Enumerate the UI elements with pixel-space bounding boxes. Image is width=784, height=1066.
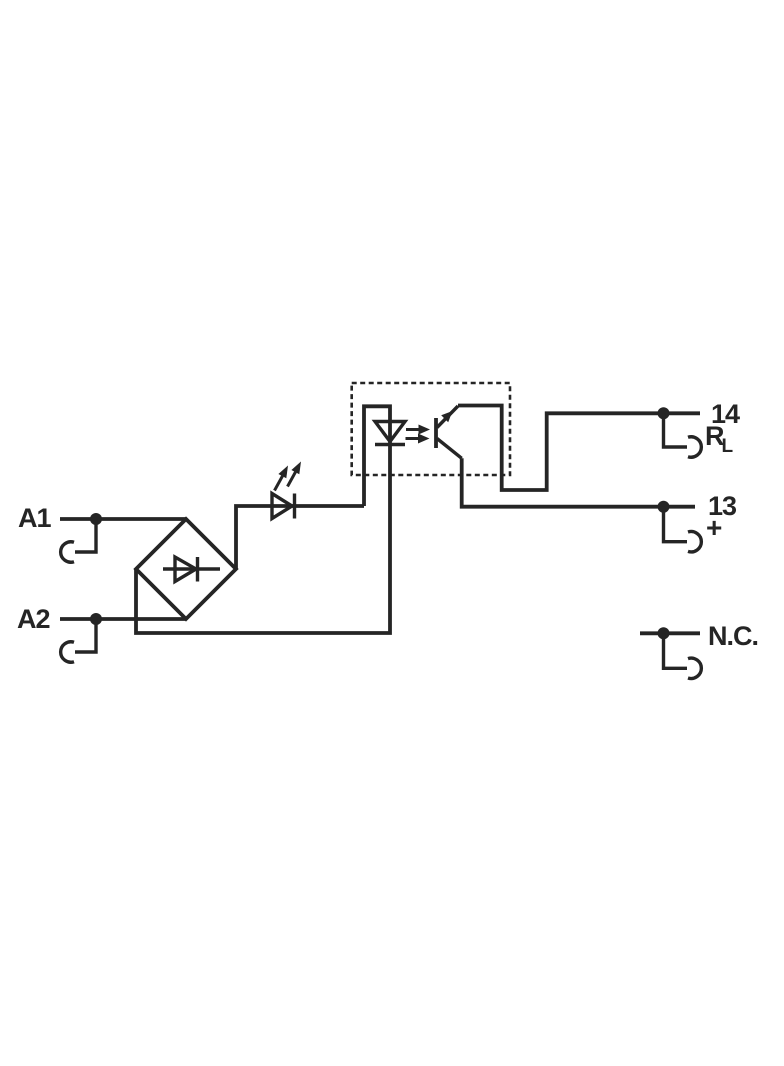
diode-icon (173, 554, 200, 585)
light-arrow-icon (405, 433, 430, 444)
wire-to-terminal-13 (459, 458, 695, 509)
optocoupler (350, 381, 512, 477)
load-resistor-label: R (705, 421, 724, 451)
polarity-plus-label: + (706, 512, 722, 543)
terminal-nc: N.C. (640, 621, 759, 681)
bridge-rectifier (133, 516, 239, 622)
output-terminal-14: 14 R L (657, 399, 741, 459)
terminal-a2-label: A2 (17, 604, 50, 634)
output-wiring (458, 403, 700, 509)
clamp-contact-icon (687, 435, 703, 459)
terminal-13-label: 13 (708, 491, 737, 521)
terminal-14-label: 14 (711, 399, 740, 429)
clamp-contact-icon (687, 656, 703, 681)
terminal-nc-label: N.C. (708, 621, 758, 651)
clamp-lead-a2 (75, 619, 98, 654)
optocoupler-outline (350, 381, 512, 477)
light-arrow-icon (406, 424, 430, 435)
clamp-contact-icon (687, 529, 703, 554)
wire-led-loop (134, 404, 392, 635)
wire-bridge-to-led (234, 504, 364, 569)
led-emission-arrow-icon (286, 461, 301, 488)
clamp-contact-icon (59, 640, 75, 664)
clamp-lead-nc (661, 633, 687, 670)
clamp-contact-icon (59, 540, 75, 564)
led-emission-arrow-icon (273, 465, 288, 492)
clamp-lead-14 (661, 413, 687, 449)
input-terminal-a2: A2 (17, 604, 186, 664)
phototransistor (434, 404, 463, 460)
opto-led-icon (371, 419, 409, 445)
clamp-lead-a1 (75, 519, 98, 554)
output-terminal-13: 13 + (657, 491, 738, 554)
transistor-arrow-icon (441, 411, 453, 423)
bridge-diamond (133, 516, 239, 622)
load-resistor-subscript: L (722, 436, 734, 457)
wire-to-terminal-14 (458, 403, 700, 492)
led-icon (270, 490, 296, 522)
terminal-a1-label: A1 (18, 503, 51, 533)
status-led (270, 461, 301, 522)
transistor-lower-lead (435, 437, 463, 460)
internal-wiring (134, 404, 392, 635)
clamp-lead-13 (661, 506, 687, 544)
input-terminal-a1: A1 (18, 503, 186, 564)
